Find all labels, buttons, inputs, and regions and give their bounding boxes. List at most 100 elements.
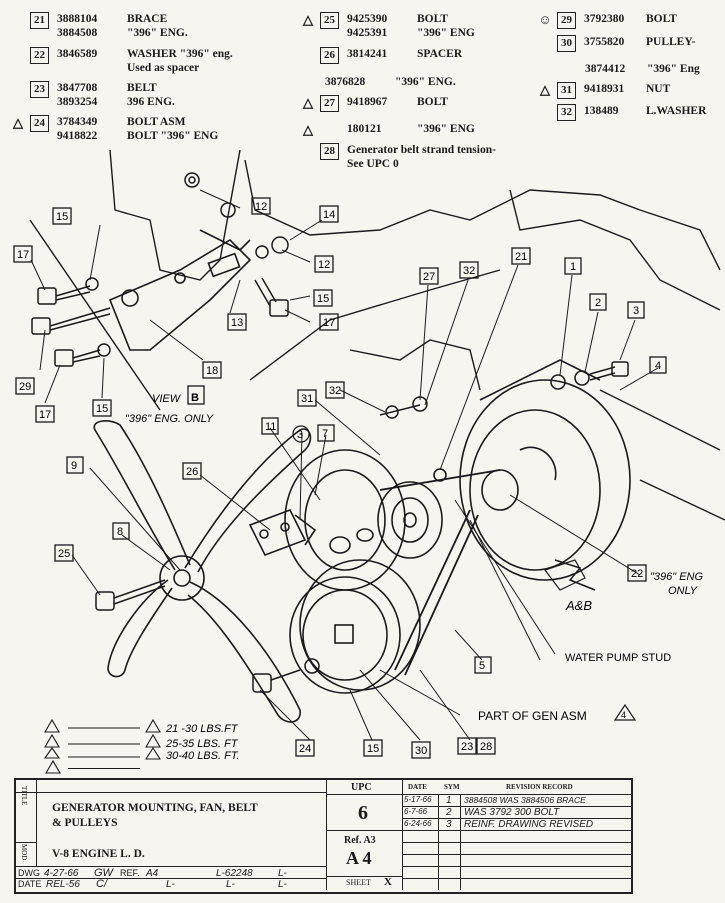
- eng-only-label: "396" ENG. ONLY: [125, 413, 214, 425]
- part-26-alt: 3876828 "396" ENG.: [325, 75, 456, 89]
- part-code: 9425391: [347, 27, 388, 39]
- triangle-4-text: 4: [621, 710, 626, 720]
- l-blank-1: L-: [278, 868, 287, 879]
- torque-legend: 21 -30 LBS.FT 25-35 LBS. FT 30-40 LBS. F…: [43, 718, 240, 760]
- callout-32: 32: [329, 385, 341, 397]
- part-number-box: 24: [30, 115, 49, 132]
- torque-value-2: 25-35 LBS. FT: [165, 738, 239, 750]
- l-blank-3: L-: [226, 879, 235, 890]
- callout-15: 15: [317, 293, 329, 305]
- ref-label: REF.: [120, 868, 140, 878]
- part-desc: See UPC 0: [347, 158, 399, 170]
- callout-22: 22: [631, 568, 643, 580]
- callout-15: 15: [367, 743, 379, 755]
- torque-value-1: 21 -30 LBS.FT: [165, 723, 239, 735]
- part-26: 26 3814241 SPACER: [298, 47, 462, 64]
- part-code: 3847708: [57, 82, 98, 94]
- eng396-only-label: ONLY: [668, 585, 698, 597]
- model-name: V-8 ENGINE L. D.: [52, 848, 145, 860]
- part-desc: SPACER: [417, 48, 463, 60]
- part-code: 9418931: [584, 83, 625, 95]
- part-desc: BRACE: [127, 13, 168, 25]
- part-code: 3876828: [325, 76, 366, 88]
- rev-sym-1: 1: [446, 795, 452, 806]
- rev-sym-3: 3: [446, 819, 452, 830]
- part-desc: "396" ENG.: [395, 76, 456, 88]
- bolts-left: [31, 172, 289, 367]
- date-value: REL-56: [46, 879, 80, 890]
- part-code: 9418822: [57, 130, 98, 142]
- part-number-box: 31: [557, 82, 576, 99]
- part-desc: WASHER "396" eng.: [127, 48, 233, 60]
- part-code: 3792380: [584, 13, 625, 25]
- part-code: 3893254: [57, 96, 98, 108]
- view-label: VIEW: [152, 393, 182, 405]
- triangle-2b-icon: [145, 733, 161, 748]
- rev-text-3: REINF. DRAWING REVISED: [464, 819, 594, 830]
- upc-label: UPC: [351, 782, 372, 793]
- triangle-2-icon: [44, 733, 60, 748]
- note-smiley-icon: ☺: [538, 12, 552, 27]
- callout-17: 17: [17, 249, 29, 261]
- ref-value: A4: [146, 868, 159, 879]
- part-desc: NUT: [646, 83, 671, 95]
- part-number-box: 29: [557, 12, 576, 29]
- rev-text-1: 3884508 WAS 3884506 BRACE: [464, 795, 586, 805]
- part-code: 3846589: [57, 48, 98, 60]
- part-of-gen-asm-label: PART OF GEN ASM: [478, 709, 587, 723]
- triangle-1-icon: [44, 718, 60, 733]
- part-code: 3888104: [57, 13, 98, 25]
- part-number-box: 32: [557, 104, 576, 121]
- diagram-labels: VIEW B "396" ENG. ONLY "396" ENG ONLY A&…: [125, 385, 703, 723]
- part-desc: "396" ENG: [417, 123, 475, 135]
- callout-25: 25: [58, 548, 70, 560]
- part-28: 28 Generator belt strand tension- See UP…: [320, 143, 496, 171]
- part-desc: BOLT: [417, 96, 448, 108]
- generator-bracket: [108, 229, 252, 351]
- part-30-alt: 3874412"396" Eng: [585, 62, 700, 76]
- callout-29: 29: [19, 381, 31, 393]
- callout-15: 15: [96, 403, 108, 415]
- part-desc: PULLEY-: [646, 36, 696, 48]
- part-code: 3874412: [585, 63, 626, 75]
- part-desc: BOLT: [646, 13, 677, 25]
- part-number-box: 25: [320, 12, 339, 29]
- col-sym-label: SYM: [444, 783, 460, 791]
- ref-big: A 4: [346, 848, 372, 868]
- dwg-date: 4-27-66: [44, 868, 79, 879]
- date-label: DATE: [18, 879, 42, 889]
- triangle-3b-icon: [144, 746, 162, 760]
- rev-date-3: 6-24-66: [404, 819, 432, 828]
- part-number-box: 30: [557, 35, 576, 52]
- note-triangle-icon: △: [303, 12, 313, 27]
- title-block: TITLE GENERATOR MOUNTING, FAN, BELT & PU…: [14, 778, 633, 894]
- title-line-2: & PULLEYS: [52, 817, 118, 829]
- generator: [377, 359, 631, 581]
- callout-9: 9: [71, 460, 77, 472]
- part-desc: BELT: [127, 82, 157, 94]
- part-number-box: 26: [320, 47, 339, 64]
- callout-24: 24: [299, 743, 311, 755]
- part-code: 3884508: [57, 27, 98, 39]
- part-27-alt: △ 180121"396" ENG: [298, 122, 475, 137]
- callout-12: 12: [318, 259, 330, 271]
- col-rev-label: REVISION RECORD: [506, 783, 573, 791]
- l-blank-2: L-: [166, 879, 175, 890]
- part-code: 3814241: [347, 48, 388, 60]
- l-number: L-62248: [216, 868, 253, 879]
- col-date-label: DATE: [408, 783, 427, 791]
- note-triangle-icon: △: [303, 122, 313, 137]
- drive-belt: [379, 469, 501, 676]
- callout-17: 17: [39, 409, 51, 421]
- callout-17: 17: [323, 317, 335, 329]
- dwg-label: DWG: [18, 868, 40, 878]
- note-triangle-icon: △: [13, 115, 23, 130]
- part-desc: Used as spacer: [127, 62, 200, 74]
- part-code: 9418967: [347, 96, 388, 108]
- part-number-box: 27: [320, 95, 339, 112]
